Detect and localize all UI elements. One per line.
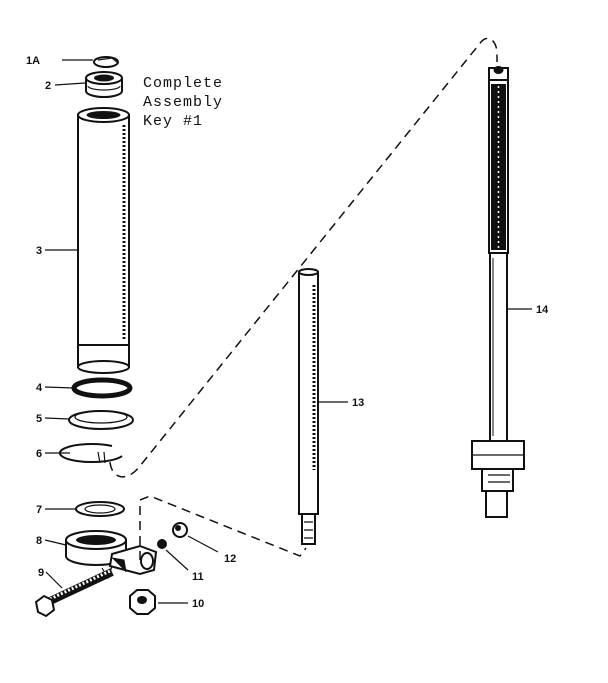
callout-11: 11 [192,571,204,583]
part-1a-clip [93,56,119,68]
note-line-2: Assembly [143,94,223,111]
part-13-rod [298,268,319,545]
part-6-snap-ring [58,442,123,464]
callout-2: 2 [45,80,51,92]
callout-14: 14 [536,304,549,316]
callout-labels: 1A 2 3 4 5 6 7 8 9 10 11 12 13 14 [26,55,549,610]
assembly-note: Complete Assembly Key #1 [143,75,223,130]
part-8-clamp [65,530,158,580]
callout-13: 13 [352,397,364,409]
part-9-bolt [34,568,114,618]
note-line-3: Key #1 [143,113,203,130]
callout-1a: 1A [26,55,40,67]
part-14-shaft [471,66,525,518]
callout-12: 12 [224,553,236,565]
dashed-line-shaft [109,37,498,478]
part-4-ring [71,377,133,399]
dashed-line-rod [139,495,307,560]
callout-4: 4 [36,382,43,394]
note-line-1: Complete [143,75,223,92]
leader-lines [44,59,532,604]
part-10-nut [129,589,156,615]
part-2-bearing [85,71,123,98]
part-5-washer [68,410,134,430]
callout-7: 7 [36,504,42,516]
callout-3: 3 [36,245,42,257]
callout-9: 9 [38,567,44,579]
part-12-ball [172,522,188,538]
assembly-lines [109,37,498,560]
callout-5: 5 [36,413,42,425]
part-3-tube [77,107,130,374]
part-7-washer [75,501,125,517]
callout-6: 6 [36,448,42,460]
part-11-ball [157,539,167,549]
callout-8: 8 [36,535,42,547]
callout-10: 10 [192,598,204,610]
